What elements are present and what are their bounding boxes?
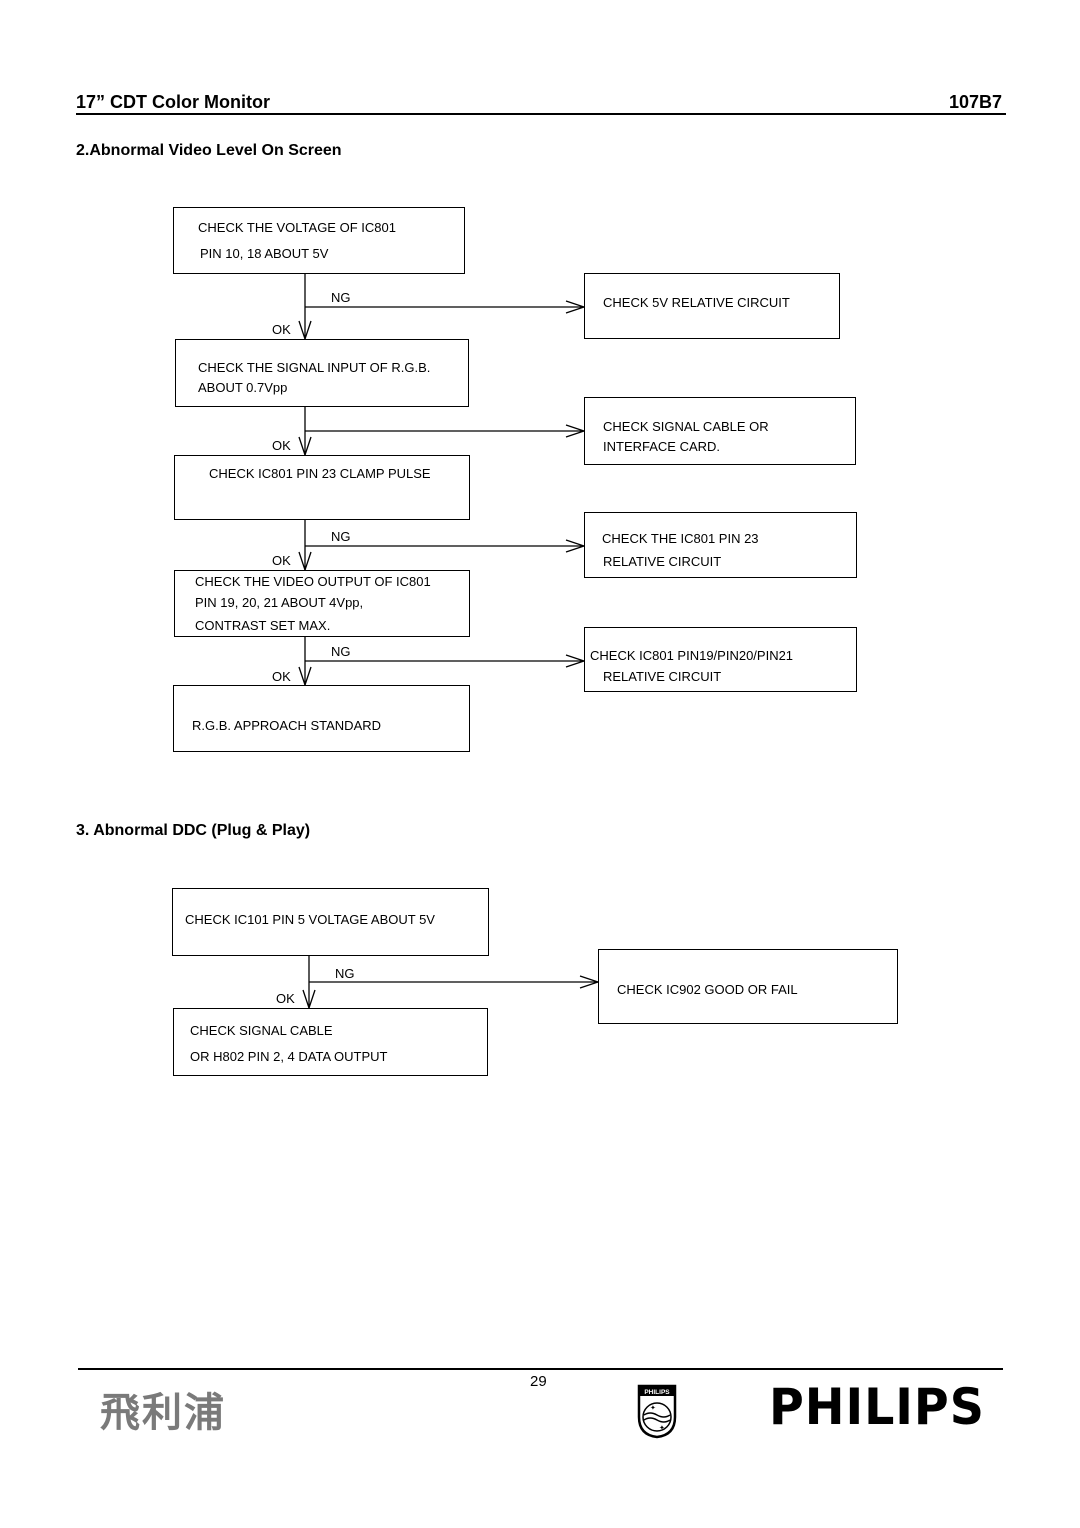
fail-check-5v-circuit: CHECK 5V RELATIVE CIRCUIT — [584, 273, 840, 339]
fail-text-line2: RELATIVE CIRCUIT — [603, 554, 722, 569]
step-check-rgb-input: CHECK THE SIGNAL INPUT OF R.G.B. ABOUT 0… — [175, 339, 469, 407]
ng-label: NG — [331, 529, 351, 544]
step-check-video-output: CHECK THE VIDEO OUTPUT OF IC801 PIN 19, … — [174, 570, 470, 637]
shield-text: PHILIPS — [644, 1389, 670, 1396]
fail-check-pin23-circuit: CHECK THE IC801 PIN 23 RELATIVE CIRCUIT — [584, 512, 857, 578]
document-title: 17” CDT Color Monitor — [76, 92, 270, 112]
step-text-line1: R.G.B. APPROACH STANDARD — [192, 718, 382, 733]
fail-check-signal-cable: CHECK SIGNAL CABLE OR INTERFACE CARD. — [584, 397, 856, 465]
ok-label: OK — [272, 553, 291, 568]
ok-label: OK — [272, 322, 291, 337]
fail-text-line2: RELATIVE CIRCUIT — [603, 669, 722, 684]
step-text-line1: CHECK IC801 PIN 23 CLAMP PULSE — [209, 466, 431, 481]
svg-text:✦: ✦ — [650, 1404, 656, 1412]
step-rgb-standard: R.G.B. APPROACH STANDARD — [173, 685, 470, 752]
philips-wordmark: PHILIPS — [769, 1378, 985, 1436]
philips-chinese-logo: 飛利浦 — [100, 1390, 226, 1436]
step-text-line2: PIN 10, 18 ABOUT 5V — [200, 246, 329, 261]
section-3-title: 3. Abnormal DDC (Plug & Play) — [76, 822, 311, 839]
footer-rule — [78, 1368, 1003, 1370]
philips-shield-icon: PHILIPS ✦ ✦ — [636, 1383, 678, 1439]
model-number: 107B7 — [948, 92, 1002, 112]
fail-check-pin19-21-circuit: CHECK IC801 PIN19/PIN20/PIN21 RELATIVE C… — [584, 627, 857, 692]
section-2-title: 2.Abnormal Video Level On Screen — [76, 142, 342, 159]
step-text-line2: PIN 19, 20, 21 ABOUT 4Vpp, — [195, 595, 364, 610]
step-text-line2: OR H802 PIN 2, 4 DATA OUTPUT — [190, 1049, 388, 1064]
fail-text-line2: INTERFACE CARD. — [603, 439, 721, 454]
step-text-line1: CHECK THE SIGNAL INPUT OF R.G.B. — [198, 360, 431, 375]
step-text-line1: CHECK IC101 PIN 5 VOLTAGE ABOUT 5V — [185, 912, 435, 927]
ok-label: OK — [276, 991, 295, 1006]
step-text-line2: ABOUT 0.7Vpp — [198, 380, 288, 395]
step-text-line1: CHECK SIGNAL CABLE — [190, 1023, 333, 1038]
ok-label: OK — [272, 438, 291, 453]
page-number: 29 — [530, 1373, 547, 1390]
step-text-line1: CHECK THE VIDEO OUTPUT OF IC801 — [195, 574, 431, 589]
step-check-voltage-ic801: CHECK THE VOLTAGE OF IC801 PIN 10, 18 AB… — [173, 207, 465, 274]
ng-label: NG — [331, 644, 351, 659]
fail-text-line1: CHECK IC902 GOOD OR FAIL — [617, 982, 798, 997]
step-check-clamp-pulse: CHECK IC801 PIN 23 CLAMP PULSE — [174, 455, 470, 520]
ok-label: OK — [272, 669, 291, 684]
fail-text-line1: CHECK SIGNAL CABLE OR — [603, 419, 769, 434]
ng-label: NG — [335, 966, 355, 981]
step-text-line3: CONTRAST SET MAX. — [195, 618, 331, 633]
fail-text-line1: CHECK 5V RELATIVE CIRCUIT — [603, 295, 790, 310]
step-check-signal-cable: CHECK SIGNAL CABLE OR H802 PIN 2, 4 DATA… — [173, 1008, 488, 1076]
step-check-ic101-voltage: CHECK IC101 PIN 5 VOLTAGE ABOUT 5V — [172, 888, 489, 956]
ng-label: NG — [331, 290, 351, 305]
step-text-line1: CHECK THE VOLTAGE OF IC801 — [198, 220, 396, 235]
fail-text-line1: CHECK IC801 PIN19/PIN20/PIN21 — [590, 648, 794, 663]
fail-check-ic902: CHECK IC902 GOOD OR FAIL — [598, 949, 898, 1024]
fail-text-line1: CHECK THE IC801 PIN 23 — [602, 531, 759, 546]
header-rule — [76, 113, 1006, 115]
svg-text:✦: ✦ — [659, 1424, 665, 1432]
